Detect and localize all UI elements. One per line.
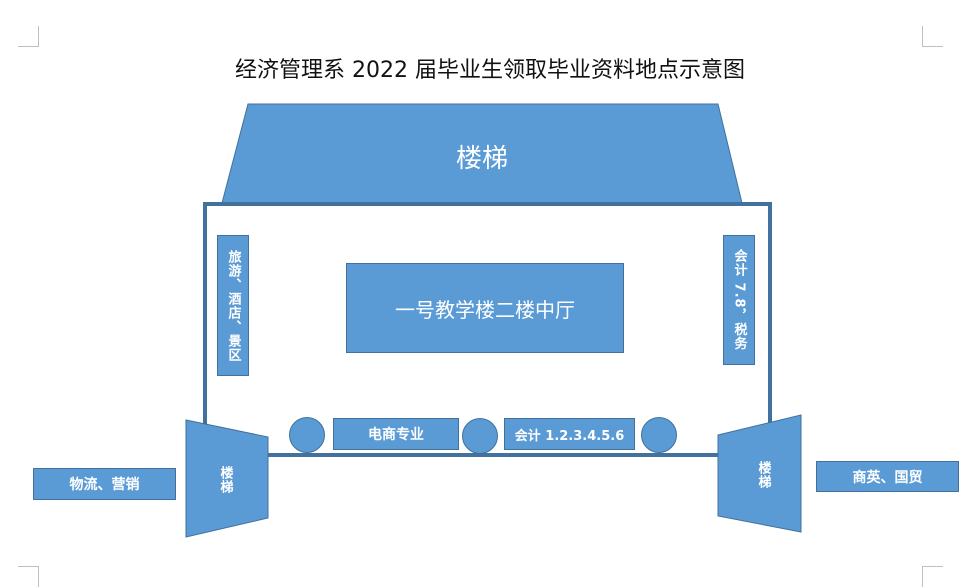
pillar-circle-2 — [462, 418, 498, 454]
corner-mark-bottom-left — [18, 566, 39, 587]
pillar-circle-1 — [289, 417, 325, 453]
ecommerce-label: 电商专业 — [368, 427, 424, 443]
corner-mark-top-left — [18, 26, 39, 47]
center-hall-label: 一号教学楼二楼中厅 — [395, 297, 575, 322]
left-stairs-shape — [185, 419, 269, 538]
center-hall-box: 一号教学楼二楼中厅 — [346, 263, 624, 353]
business-english-box: 商英、国贸 — [816, 461, 959, 492]
corner-mark-top-right — [922, 26, 943, 47]
top-stairs-label: 楼梯 — [455, 144, 508, 174]
right-stairs-label: 楼梯 — [755, 461, 771, 489]
right-stairs-label-wrap: 楼梯 — [748, 450, 778, 500]
ecommerce-box: 电商专业 — [333, 418, 459, 450]
accounting-box: 会计 1.2.3.4.5.6 — [504, 418, 635, 450]
right-stairs-shape — [717, 414, 802, 533]
left-stairs-label-wrap: 楼梯 — [210, 455, 240, 505]
left-area-label: 旅游、酒店、景区 — [225, 249, 241, 362]
diagram-title: 经济管理系 2022 届毕业生领取毕业资料地点示意图 — [235, 58, 745, 83]
left-stairs-label: 楼梯 — [217, 466, 233, 494]
right-area-box: 会计 7.8，税务 — [723, 235, 755, 365]
pillar-circle-3 — [641, 417, 677, 453]
right-area-label: 会计 7.8，税务 — [731, 249, 747, 351]
business-english-label: 商英、国贸 — [852, 469, 923, 486]
corner-mark-bottom-right — [922, 566, 943, 587]
logistics-label: 物流、营销 — [69, 477, 140, 493]
accounting-label: 会计 1.2.3.4.5.6 — [514, 428, 625, 444]
hall-frame — [203, 202, 772, 457]
left-area-box: 旅游、酒店、景区 — [217, 235, 249, 376]
logistics-box: 物流、营销 — [33, 468, 176, 500]
